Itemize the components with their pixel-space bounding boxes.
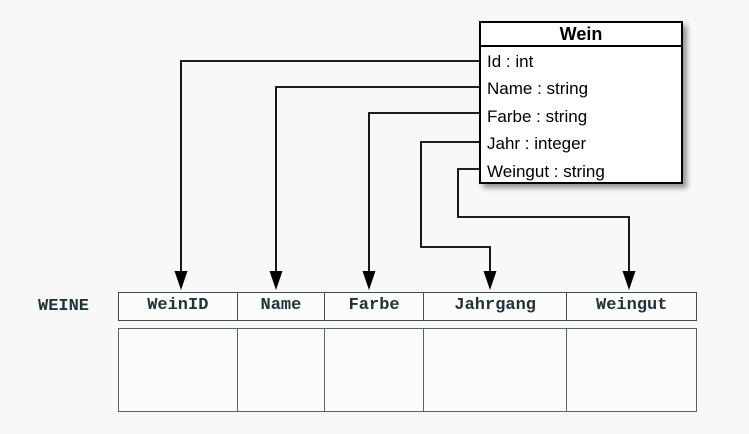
arrowhead-jahrgang-icon <box>483 271 497 290</box>
table-header-row: WeinID Name Farbe Jahrgang Weingut <box>118 292 697 321</box>
column-header-jahrgang: Jahrgang <box>422 293 567 320</box>
uml-class-box-wein: Wein Id : int Name : string Farbe : stri… <box>479 21 683 184</box>
table-cell-farbe <box>324 329 423 411</box>
connector-id-to-weinid <box>180 60 480 273</box>
table-cell-name <box>236 329 325 411</box>
class-attribute-id: Id : int <box>487 52 534 71</box>
column-header-name: Name <box>236 293 325 320</box>
arrowhead-farbe-icon <box>362 271 376 290</box>
table-body-row <box>118 328 697 412</box>
column-header-farbe: Farbe <box>324 293 423 320</box>
table-cell-weingut <box>566 329 696 411</box>
class-attribute-jahr: Jahr : integer <box>487 134 587 154</box>
arrowhead-weinid-icon <box>174 271 188 290</box>
table-cell-weinid <box>119 329 237 411</box>
column-header-weingut: Weingut <box>566 293 696 320</box>
connector-name-to-name <box>275 86 480 273</box>
class-attribute-weingut: Weingut : string <box>487 161 605 181</box>
arrowhead-name-icon <box>269 271 283 290</box>
class-attribute-list: Id : int Name : string Farbe : string Ja… <box>481 47 681 185</box>
connector-farbe-to-farbe <box>368 112 480 273</box>
class-attribute-name: Name : string <box>487 79 589 99</box>
class-attribute-farbe: Farbe : string <box>487 106 588 126</box>
arrowhead-weingut-icon <box>622 271 636 290</box>
column-header-weinid: WeinID <box>147 296 209 315</box>
table-cell-jahrgang <box>422 329 567 411</box>
class-title: Wein <box>481 23 681 47</box>
table-name-label: WEINE <box>38 297 90 316</box>
